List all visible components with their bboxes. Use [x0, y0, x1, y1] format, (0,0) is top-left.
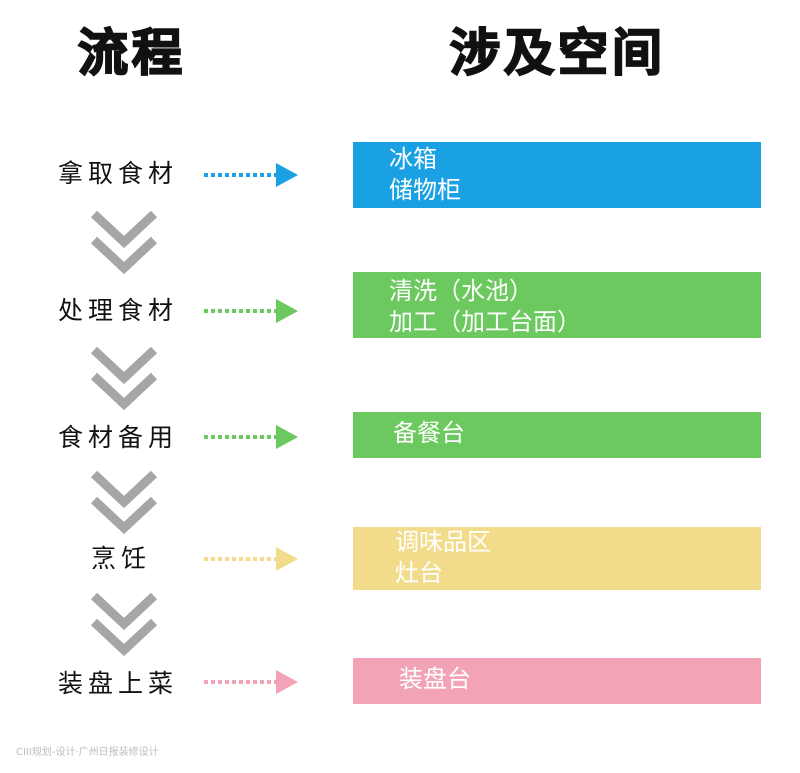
double-chevron-down-icon	[90, 346, 158, 411]
step-label-process-ingredients: 处理食材	[58, 296, 179, 325]
space-box-wash-prep: 清洗（水池） 加工（加工台面）	[353, 272, 761, 338]
space-text: 调味品区	[395, 528, 491, 556]
step-label-cooking: 烹饪	[91, 544, 152, 573]
double-chevron-down-icon	[90, 470, 158, 535]
space-box-seasoning-stove: 调味品区 灶台	[353, 527, 761, 590]
arrow-icon	[204, 163, 298, 187]
space-text: 加工（加工台面）	[389, 308, 581, 336]
space-box-plating-counter: 装盘台	[353, 658, 761, 704]
step-label-ingredients-ready: 食材备用	[58, 423, 179, 452]
spaces-header: 涉及空间	[449, 24, 666, 82]
watermark: CIII规划-设计·广州日报装修设计	[16, 747, 159, 758]
arrow-icon	[204, 670, 298, 694]
double-chevron-down-icon	[90, 210, 158, 275]
space-box-prep-counter: 备餐台	[353, 412, 761, 458]
arrow-icon	[204, 425, 298, 449]
space-text: 备餐台	[393, 419, 465, 447]
step-label-get-ingredients: 拿取食材	[58, 159, 179, 188]
space-text: 装盘台	[399, 665, 471, 693]
process-header: 流程	[77, 24, 186, 82]
double-chevron-down-icon	[90, 592, 158, 657]
space-text: 灶台	[395, 559, 443, 587]
space-box-storage: 冰箱 储物柜	[353, 142, 761, 208]
step-label-plating-serving: 装盘上菜	[58, 669, 179, 698]
space-text: 储物柜	[389, 176, 461, 204]
space-text: 清洗（水池）	[389, 277, 533, 305]
space-text: 冰箱	[389, 145, 437, 173]
arrow-icon	[204, 299, 298, 323]
arrow-icon	[204, 547, 298, 571]
